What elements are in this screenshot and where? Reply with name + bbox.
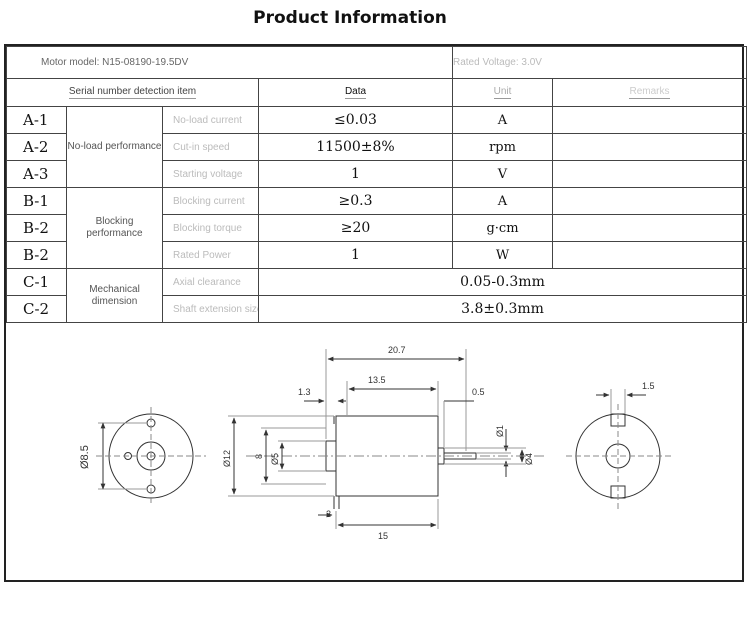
row-param: Blocking torque	[162, 214, 259, 242]
dim-terminal: 2	[326, 509, 331, 519]
row-remarks	[552, 187, 747, 215]
dim-body: 13.5	[368, 375, 386, 385]
row-value: 3.8±0.3mm	[258, 295, 747, 323]
col-data: Data	[258, 78, 453, 107]
spec-table: Motor model: N15-08190-19.5DV Rated Volt…	[6, 46, 747, 323]
col-serial: Serial number detection item	[6, 78, 259, 107]
row-remarks	[552, 160, 747, 188]
front-view	[96, 407, 206, 505]
dim-shaft-gap: 0.5	[472, 387, 485, 397]
row-unit: W	[452, 241, 553, 269]
row-param: Shaft extension size	[162, 295, 259, 323]
dimension-drawing: 20.7 13.5 0.5 1.3 1.5 15 2 Ø12 8 Ø5 Ø1 Ø…	[79, 345, 674, 541]
dim-front-boss: 1.3	[298, 387, 311, 397]
row-remarks	[552, 106, 747, 134]
row-param: No-load current	[162, 106, 259, 134]
dim-shaft-dia: Ø1	[495, 425, 505, 437]
dim-end-dia: Ø4	[524, 453, 534, 465]
row-unit: V	[452, 160, 553, 188]
row-code: A-2	[6, 133, 67, 161]
row-unit: A	[452, 187, 553, 215]
group-no-load: No-load performance	[66, 106, 163, 188]
row-param: Cut-in speed	[162, 133, 259, 161]
dim-outer-dia: Ø12	[222, 450, 232, 467]
dim-overall: 20.7	[388, 345, 406, 355]
col-remarks: Remarks	[552, 78, 747, 107]
rated-voltage: Rated Voltage: 3.0V	[452, 46, 747, 79]
row-param: Rated Power	[162, 241, 259, 269]
side-view	[228, 349, 546, 529]
row-value: 1	[258, 241, 453, 269]
row-param: Blocking current	[162, 187, 259, 215]
dim-hole-circle: Ø8.5	[79, 445, 91, 469]
dim-boss-dia: Ø5	[270, 453, 280, 465]
dim-mid-dia: 8	[254, 454, 264, 459]
dim-flat: 1.5	[642, 381, 655, 391]
row-remarks	[552, 241, 747, 269]
row-value: ≥0.3	[258, 187, 453, 215]
row-code: B-1	[6, 187, 67, 215]
row-param: Starting voltage	[162, 160, 259, 188]
row-remarks	[552, 214, 747, 242]
row-code: A-3	[6, 160, 67, 188]
dim-length: 15	[378, 531, 388, 541]
spec-sheet: Motor model: N15-08190-19.5DV Rated Volt…	[4, 44, 747, 582]
row-param: Axial clearance	[162, 268, 259, 296]
page-title: Product Information	[253, 8, 447, 28]
group-blocking: Blocking performance	[66, 187, 163, 269]
motor-model: Motor model: N15-08190-19.5DV	[6, 46, 453, 79]
row-value: ≥20	[258, 214, 453, 242]
rear-view	[566, 389, 674, 509]
row-value: ≤0.03	[258, 106, 453, 134]
row-value: 11500±8%	[258, 133, 453, 161]
row-value: 1	[258, 160, 453, 188]
row-code: C-1	[6, 268, 67, 296]
row-code: B-2	[6, 241, 67, 269]
row-unit: g·cm	[452, 214, 553, 242]
row-unit: A	[452, 106, 553, 134]
row-remarks	[552, 133, 747, 161]
row-unit: rpm	[452, 133, 553, 161]
row-code: A-1	[6, 106, 67, 134]
col-unit: Unit	[452, 78, 553, 107]
group-mechanical: Mechanical dimension	[66, 268, 163, 323]
row-code: C-2	[6, 295, 67, 323]
row-value: 0.05-0.3mm	[258, 268, 747, 296]
row-code: B-2	[6, 214, 67, 242]
